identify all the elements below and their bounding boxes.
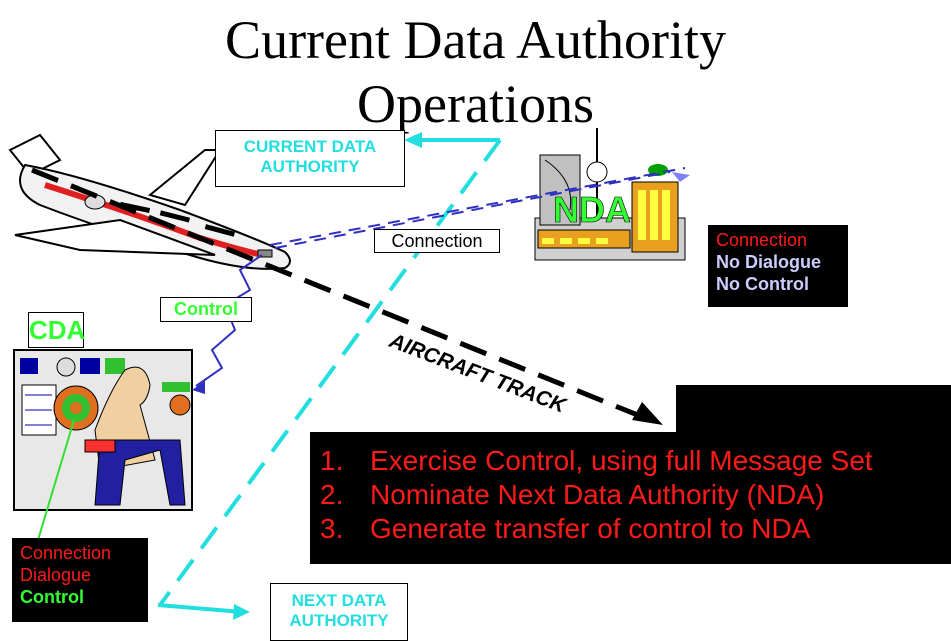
cda-status-dialogue: Dialogue	[20, 565, 92, 585]
cda-status-connection: Connection	[20, 543, 112, 563]
aircraft-track-arrow	[31, 167, 663, 425]
nda-status-box: Connection No Dialogue No Control	[708, 225, 848, 307]
cda-label: CDA	[28, 312, 85, 348]
connection-label: Connection	[374, 229, 500, 253]
nda-building-illustration	[534, 128, 690, 261]
cda-status-box: Connection Dialogue Control	[12, 538, 148, 622]
control-label: Control	[160, 297, 252, 322]
nda-status-control: No Control	[716, 274, 809, 294]
handoff-path	[157, 132, 502, 620]
nda-status-dialogue: No Dialogue	[716, 252, 822, 272]
cda-console-illustration	[13, 349, 193, 511]
current-authority-line-1: CURRENT DATA	[243, 137, 377, 156]
cda-pointer-line	[37, 419, 75, 541]
current-data-authority-box: CURRENT DATA AUTHORITY	[215, 130, 405, 187]
aircraft-track-label: AIRCRAFT TRACK	[385, 329, 570, 418]
next-authority-line-2: AUTHORITY	[289, 611, 389, 630]
task-item: 2.Nominate Next Data Authority (NDA)	[320, 479, 825, 510]
task-box: 1.Exercise Control, using full Message S…	[310, 432, 951, 564]
task-item: 3.Generate transfer of control to NDA	[320, 513, 811, 544]
title-line-1: Current Data Authority	[225, 10, 726, 70]
task-item: 1.Exercise Control, using full Message S…	[320, 445, 873, 476]
page-title: Current Data Authority Operations	[0, 8, 951, 136]
task-box-top	[676, 385, 951, 435]
connection-lines	[269, 167, 686, 249]
next-authority-line-1: NEXT DATA	[291, 591, 387, 610]
title-line-2: Operations	[357, 74, 594, 134]
task-list: 1.Exercise Control, using full Message S…	[310, 432, 951, 546]
nda-label: NDA	[553, 189, 631, 230]
cda-status-control: Control	[20, 587, 84, 607]
current-authority-line-2: AUTHORITY	[260, 157, 360, 176]
nda-status-connection: Connection	[716, 230, 808, 250]
next-data-authority-box: NEXT DATA AUTHORITY	[270, 583, 408, 641]
